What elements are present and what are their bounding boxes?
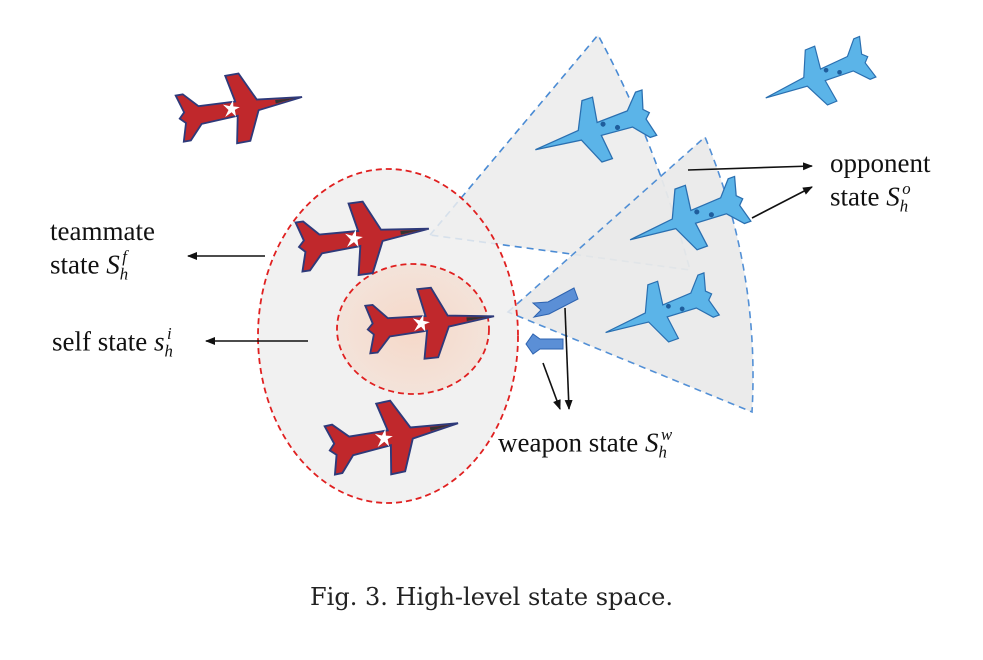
opponent-label-line2: state Sho: [830, 179, 931, 216]
teammate-label-line2: state Shf: [50, 247, 155, 284]
opponent-state-word: state: [830, 182, 879, 212]
opponent-symbol: S: [886, 182, 900, 212]
teammate-label: teammate state Shf: [50, 216, 155, 284]
self-label: self state shi: [52, 324, 172, 361]
teammate-superscript: f: [122, 247, 127, 266]
opponent-superscript: o: [902, 179, 910, 198]
weapon-label: weapon state Shw: [498, 425, 672, 462]
teammate-state-word: state: [50, 250, 99, 280]
red-jet-top-left: [174, 63, 308, 152]
opponent-label-line1: opponent: [830, 148, 931, 179]
weapon-arrow-pointer-2: [543, 363, 560, 409]
weapon-superscript: w: [661, 425, 672, 444]
teammate-subscript: h: [120, 265, 128, 284]
teammate-label-line1: teammate: [50, 216, 155, 247]
weapon-symbol: S: [645, 428, 659, 458]
weapon-arrow-lower: [526, 334, 563, 354]
weapon-subscript: h: [658, 443, 666, 462]
weapon-state-words: weapon state: [498, 428, 638, 458]
opponent-arrow-lower: [752, 187, 812, 218]
figure-caption: Fig. 3. High-level state space.: [0, 583, 983, 611]
opponent-subscript: h: [900, 197, 908, 216]
opponent-label: opponent state Sho: [830, 148, 931, 216]
teammate-symbol: S: [106, 250, 120, 280]
self-state-words: self state: [52, 327, 147, 357]
self-symbol: s: [154, 327, 165, 357]
self-subscript: h: [164, 342, 172, 361]
self-superscript: i: [167, 324, 172, 343]
blue-jet-top-right: [755, 29, 879, 125]
